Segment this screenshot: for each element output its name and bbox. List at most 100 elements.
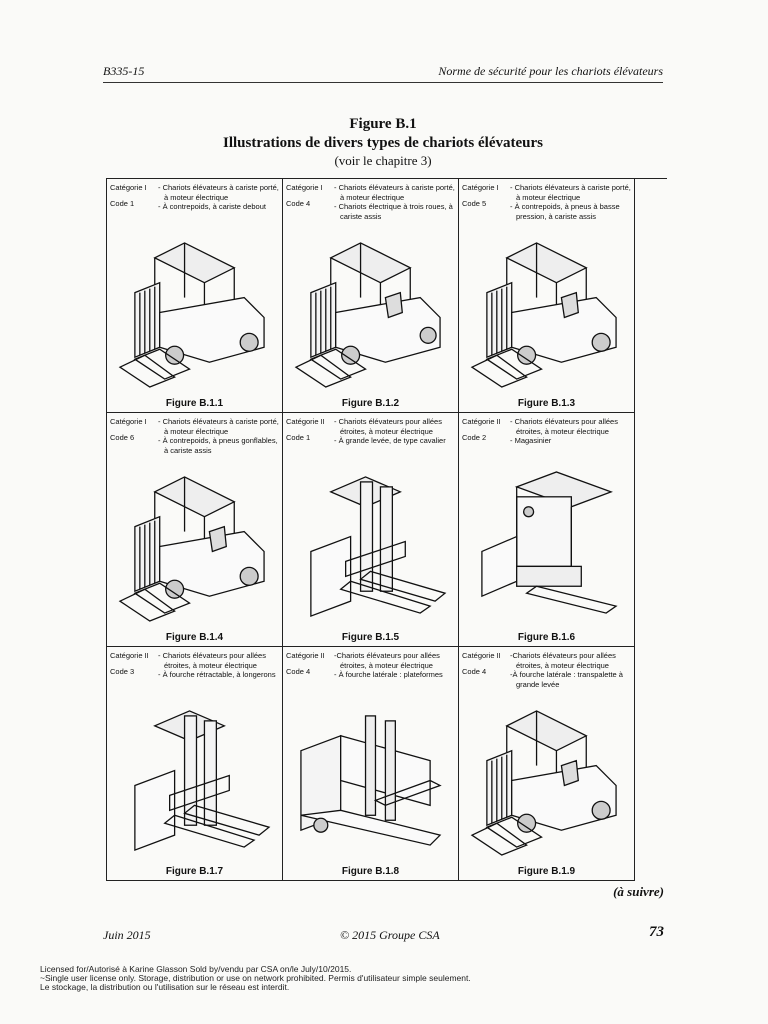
cell-code: Code 4 [462,666,487,676]
cell-meta: Catégorie I Code 5 [462,183,510,221]
figure-subtitle: (voir le chapitre 3) [334,153,432,168]
cell-header: Catégorie II Code 1 - Chariots élévateur… [286,417,455,448]
forklift-illustration [291,703,450,858]
document-code: B335-15 [103,64,145,78]
cell-header: Catégorie I Code 5 - Chariots élévateurs… [462,183,631,221]
cell-meta: Catégorie I Code 1 [110,183,158,214]
cell-header: Catégorie II Code 3 - Chariots élévateur… [110,651,279,682]
figure-cell: Catégorie II Code 1 - Chariots élévateur… [283,413,459,647]
license-line: Le stockage, la distribution ou l'utilis… [40,982,290,992]
cell-code: Code 1 [110,198,135,208]
cell-category: Catégorie I [110,417,147,426]
cell-code: Code 4 [286,666,311,676]
page-number: 73 [649,924,664,940]
cell-code: Code 4 [286,198,311,208]
cell-category: Catégorie I [286,183,323,192]
figure-number: Figure B.1 [349,116,417,132]
cell-caption: Figure B.1.4 [165,631,224,643]
cell-description: - Chariots élévateurs à cariste porté, à… [158,417,279,455]
figure-cell: Catégorie I Code 6 - Chariots élévateurs… [107,413,283,647]
cell-description-line: - À contrepoids, à cariste debout [158,202,266,211]
cell-caption: Figure B.1.1 [165,397,224,409]
cell-description: - Chariots élévateurs pour allées étroit… [158,651,279,682]
cell-meta: Catégorie II Code 4 [286,651,334,682]
cell-category: Catégorie II [286,651,325,660]
cell-description-line: - À contrepoids, à pneus à basse pressio… [510,202,620,221]
cell-header: Catégorie II Code 4 -Chariots élévateurs… [462,651,631,689]
cell-header: Catégorie I Code 4 - Chariots élévateurs… [286,183,455,221]
cell-code: Code 1 [286,432,311,442]
forklift-illustration [291,469,450,624]
forklift-illustration [115,235,274,390]
cell-description-line: - Chariots élévateurs pour allées étroit… [334,417,442,436]
figure-cell: Catégorie II Code 4 -Chariots élévateurs… [459,647,635,881]
figure-cell: Catégorie I Code 4 - Chariots élévateurs… [283,179,459,413]
cell-header: Catégorie II Code 2 - Chariots élévateur… [462,417,631,448]
cell-header: Catégorie II Code 4 -Chariots élévateurs… [286,651,455,682]
cell-category: Catégorie II [462,651,501,660]
cell-description: - Chariots élévateurs à cariste porté, à… [158,183,279,214]
cell-header: Catégorie I Code 1 - Chariots élévateurs… [110,183,279,214]
cell-description: -Chariots élévateurs pour allées étroite… [334,651,455,682]
cell-meta: Catégorie II Code 1 [286,417,334,448]
forklift-illustration [467,235,626,390]
document-title: Norme de sécurité pour les chariots élév… [438,64,663,78]
cell-caption: Figure B.1.3 [517,397,576,409]
cell-description: -Chariots élévateurs pour allées étroite… [510,651,631,689]
cell-description-line: - Chariots élévateurs à cariste porté, à… [158,417,279,436]
cell-caption: Figure B.1.8 [341,865,400,877]
cell-caption: Figure B.1.2 [341,397,400,409]
forklift-illustration [115,469,274,624]
cell-code: Code 2 [462,432,487,442]
figure-cell: Catégorie II Code 3 - Chariots élévateur… [107,647,283,881]
cell-description-line: - À fourche rétractable, à longerons [158,670,276,679]
figure-title-block: Figure B.1 Illustrations de divers types… [103,116,663,169]
forklift-illustration [467,469,626,624]
cell-meta: Catégorie II Code 4 [462,651,510,689]
cell-meta: Catégorie I Code 6 [110,417,158,455]
continued-note: (à suivre) [613,884,664,899]
cell-description: - Chariots élévateurs pour allées étroit… [334,417,455,448]
cell-caption: Figure B.1.5 [341,631,400,643]
figure-cell: Catégorie II Code 2 - Chariots élévateur… [459,413,635,647]
figure-cell: Catégorie I Code 1 - Chariots élévateurs… [107,179,283,413]
cell-meta: Catégorie II Code 2 [462,417,510,448]
cell-description-line: - Magasinier [510,436,552,445]
cell-description-line: - Chariots élévateurs pour allées étroit… [158,651,266,670]
cell-description-line: - Chariots élévateurs pour allées étroit… [510,417,618,436]
header-rule [103,82,663,83]
cell-description-line: - Chariots élévateurs à cariste porté, à… [510,183,631,202]
cell-caption: Figure B.1.9 [517,865,576,877]
cell-description-line: - À contrepoids, à pneus gonflables, à c… [158,436,278,455]
figure-cell: Catégorie I Code 5 - Chariots élévateurs… [459,179,635,413]
cell-description-line: -À fourche latérale : transpalette à gra… [510,670,623,689]
cell-category: Catégorie I [462,183,499,192]
forklift-illustration [291,235,450,390]
cell-category: Catégorie I [110,183,147,192]
license-line: Licensed for/Autorisé à Karine Glasson S… [40,964,352,974]
cell-meta: Catégorie II Code 3 [110,651,158,682]
cell-meta: Catégorie I Code 4 [286,183,334,221]
footer-copyright: © 2015 Groupe CSA [340,928,440,942]
cell-caption: Figure B.1.7 [165,865,224,877]
license-line: ~Single user license only. Storage, dist… [40,973,471,983]
cell-category: Catégorie II [286,417,325,426]
cell-code: Code 6 [110,432,135,442]
cell-description-line: - Chariots élévateurs à cariste porté, à… [158,183,279,202]
cell-description-line: - À grande levée, de type cavalier [334,436,446,445]
forklift-figure-grid: Catégorie I Code 1 - Chariots élévateurs… [106,178,667,881]
cell-description-line: - Chariots électrique à trois roues, à c… [334,202,453,221]
cell-description: - Chariots élévateurs pour allées étroit… [510,417,631,448]
cell-caption: Figure B.1.6 [517,631,576,643]
figure-title: Illustrations de divers types de chariot… [223,135,543,151]
forklift-illustration [467,703,626,858]
cell-category: Catégorie II [462,417,501,426]
cell-description-line: -Chariots élévateurs pour allées étroite… [334,651,440,670]
cell-description: - Chariots élévateurs à cariste porté, à… [334,183,455,221]
forklift-illustration [115,703,274,858]
footer-date: Juin 2015 [103,928,151,942]
cell-code: Code 5 [462,198,487,208]
cell-description-line: - Chariots élévateurs à cariste porté, à… [334,183,455,202]
cell-description-line: - À fourche latérale : plateformes [334,670,443,679]
cell-description: - Chariots élévateurs à cariste porté, à… [510,183,631,221]
